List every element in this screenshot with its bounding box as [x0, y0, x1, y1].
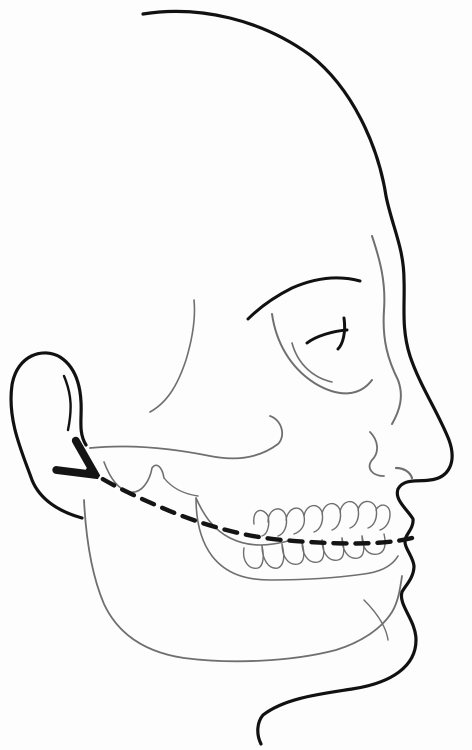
upper-tooth [340, 502, 359, 528]
upper-tooth [254, 510, 269, 536]
coronoid-contour [164, 478, 198, 496]
upper-tooth [286, 508, 304, 534]
nostril-contour [396, 468, 412, 478]
upper-tooth [376, 505, 390, 530]
head-profile-outline [143, 11, 452, 744]
cheek-contour [150, 300, 195, 412]
zygomatic-arch-contour [90, 416, 282, 458]
orbit-contour [272, 314, 372, 393]
upper-tooth [268, 509, 287, 536]
condyle-contour [104, 462, 164, 492]
upper-tooth [322, 504, 341, 530]
dashed-path-arrow [88, 470, 412, 544]
ear-outer [11, 353, 86, 518]
eye-lower-lid [338, 318, 345, 349]
upper-tooth [358, 501, 377, 528]
upper-teeth [254, 501, 390, 536]
lower-teeth [244, 534, 385, 568]
chin-contour [364, 600, 388, 640]
lower-tooth [244, 546, 264, 568]
lower-tooth [262, 544, 284, 568]
lower-tooth [342, 536, 364, 558]
lower-tooth [282, 542, 304, 564]
nasal-bone-contour [372, 236, 401, 424]
ear-inner [64, 376, 71, 430]
orbit-inner-contour [292, 343, 332, 382]
nasal-cavity-contour [370, 432, 384, 476]
upper-tooth [304, 506, 323, 532]
brow-line [248, 278, 360, 319]
